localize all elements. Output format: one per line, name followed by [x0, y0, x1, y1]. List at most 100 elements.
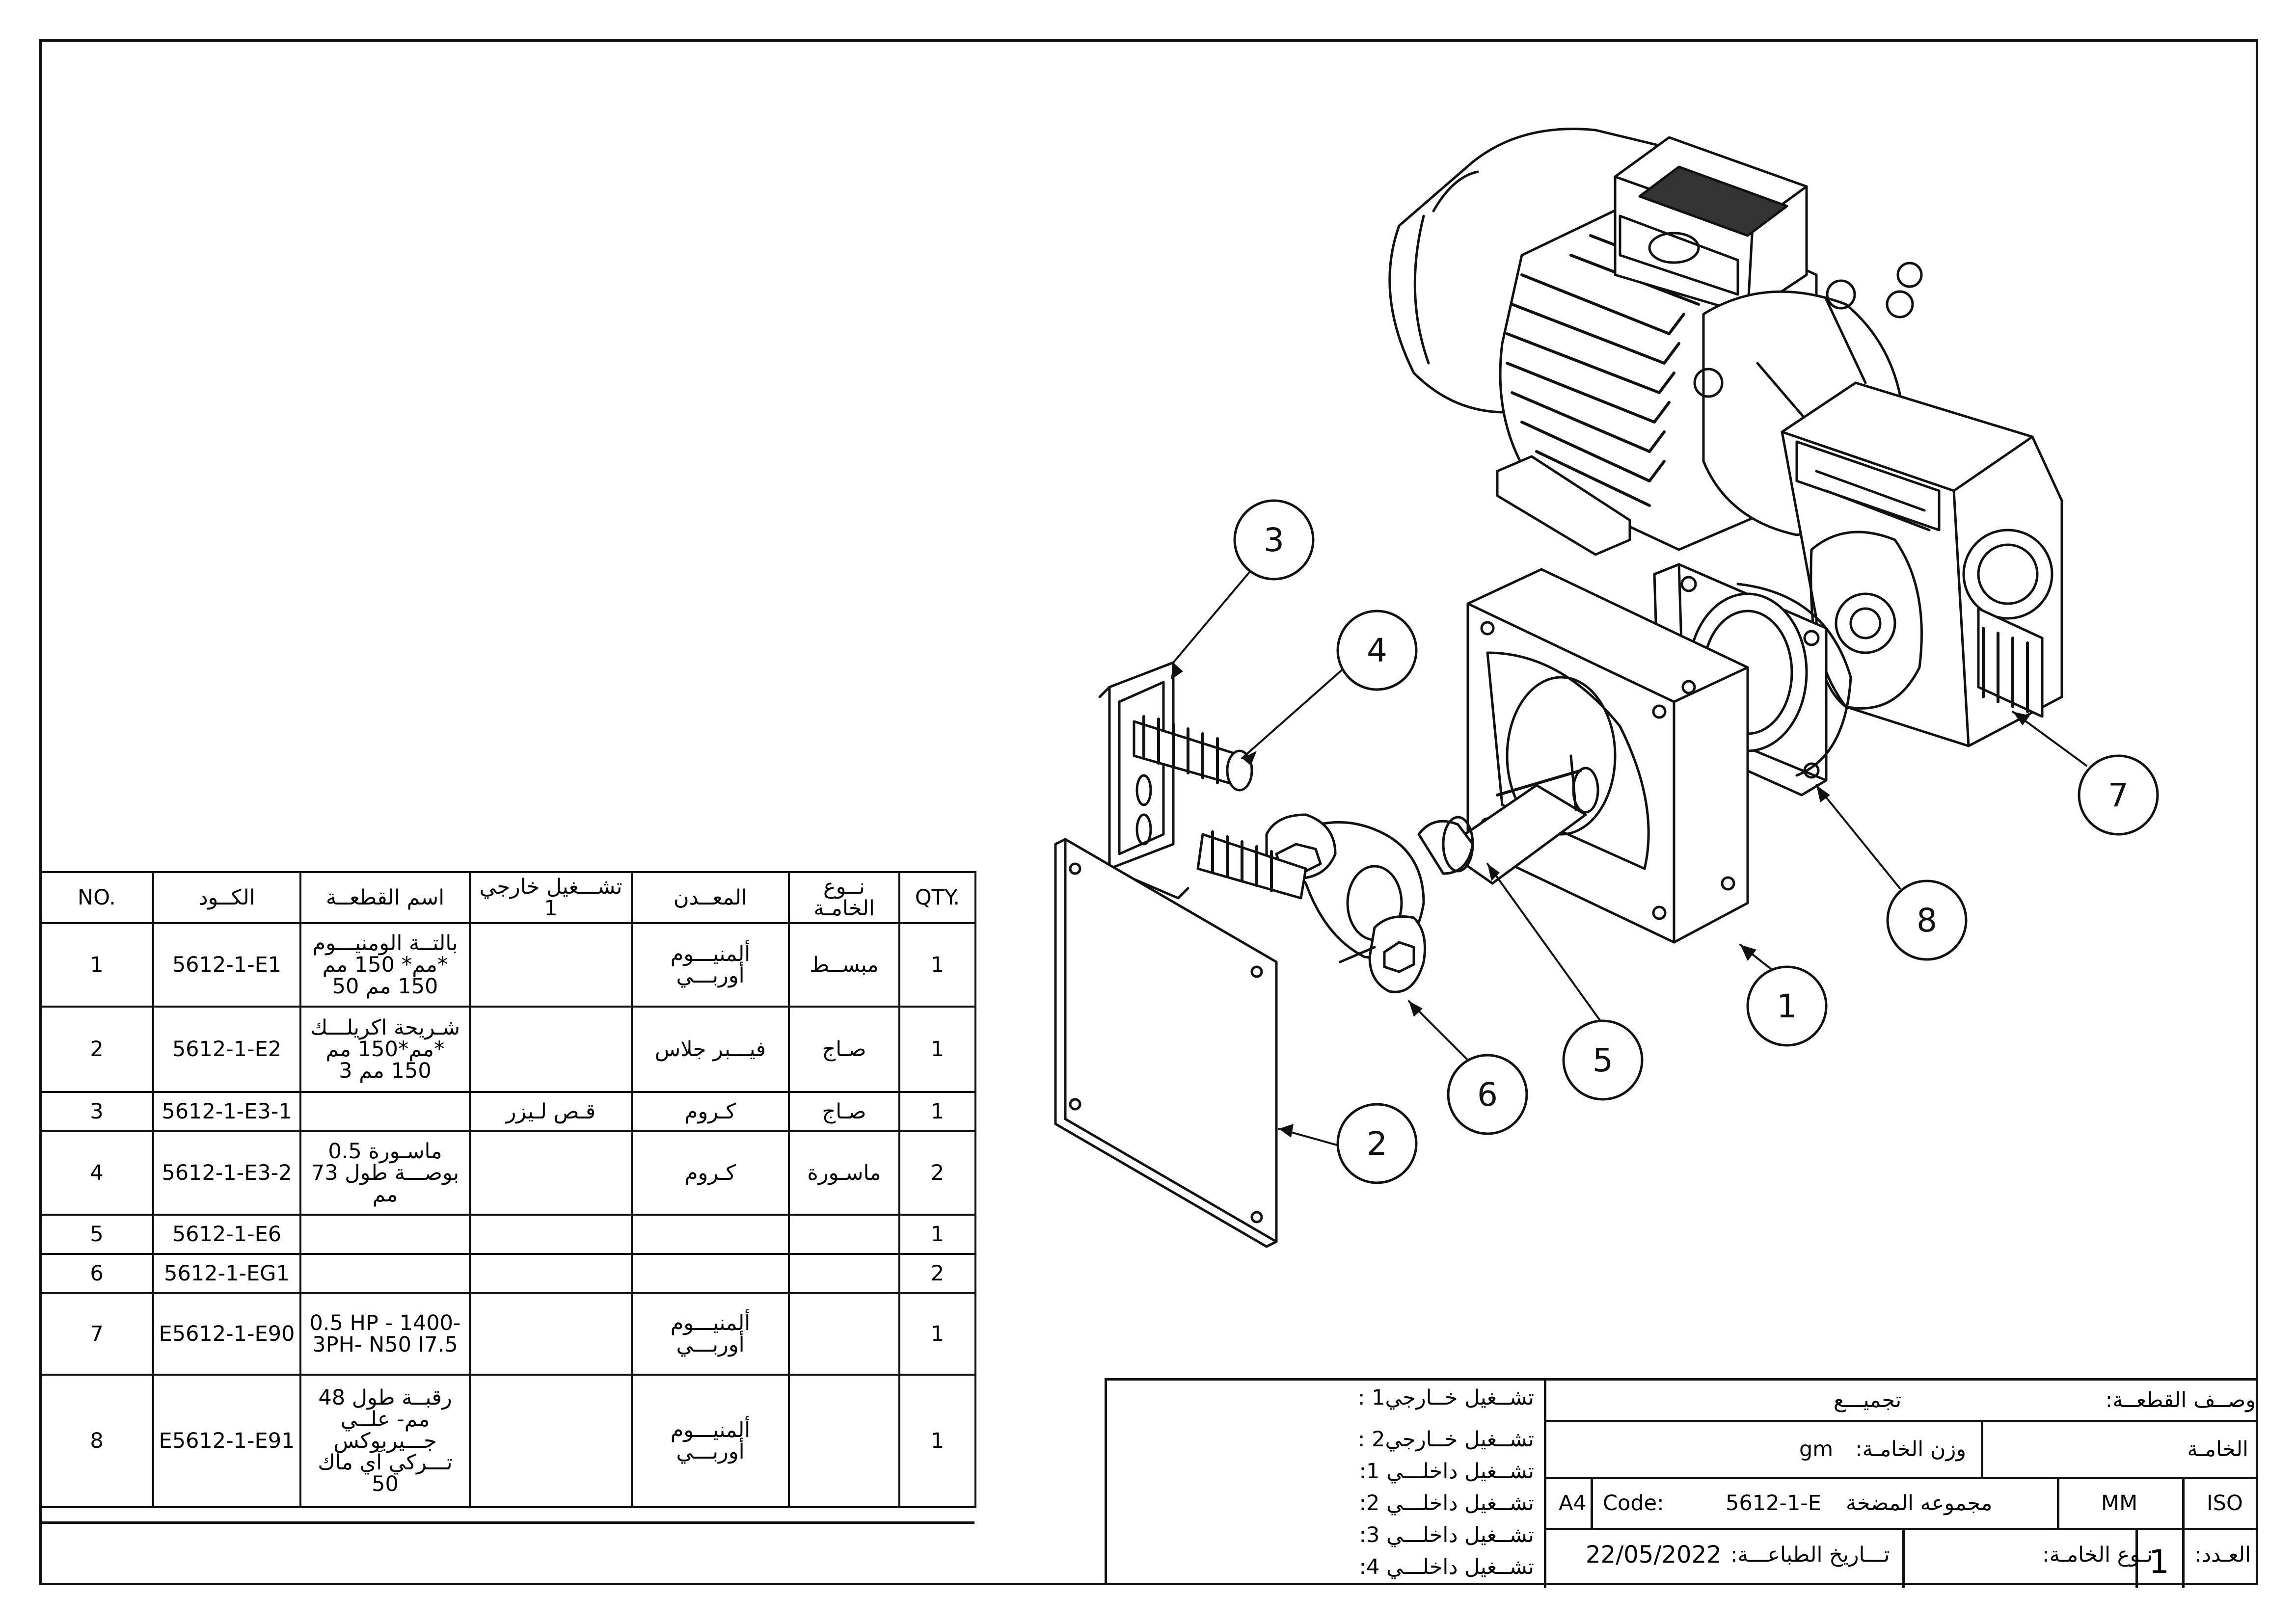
units: MM: [2101, 1491, 2138, 1516]
balloon-4: 4: [1336, 610, 1418, 691]
cell-qty: 1: [898, 1214, 976, 1255]
cell-no: 3: [39, 1091, 154, 1132]
balloon-8: 8: [1886, 879, 1968, 961]
table-row: 8 E5612-1-E91 رقبــة طول 48 مم- علــي جـ…: [39, 1374, 976, 1508]
cell-external-op: [469, 922, 633, 1008]
balloon-4-label: 4: [1367, 632, 1387, 669]
balloon-group: 1 2 3 4 5 6 7 8: [1233, 499, 2159, 1184]
cell-qty: 1: [898, 1006, 976, 1093]
part-4-tubes: [1133, 715, 1307, 900]
tb-divider-ops: [1544, 1381, 1546, 1588]
cell-material-type: ماسـورة: [788, 1130, 900, 1216]
cell-part-name: 0.5 HP - 1400- 3PH- N50 I7.5: [299, 1292, 471, 1376]
cell-code: 5612-1-EG1: [152, 1253, 301, 1294]
table-row: 7 E5612-1-E90 0.5 HP - 1400- 3PH- N50 I7…: [39, 1292, 976, 1376]
tb-vline-mm-r: [2182, 1477, 2185, 1528]
header-code: الكــود: [152, 871, 301, 924]
header-qty: QTY.: [898, 871, 976, 924]
print-date-label: تـــاريخ الطباعـــة:: [1730, 1543, 1890, 1567]
cell-material-type: مبســط: [788, 922, 900, 1008]
part-6-eccentric-rods: [1265, 813, 1426, 993]
cell-part-name: شـريحة اكريلـــك *مم*150 مم 150 مم 3: [299, 1006, 471, 1093]
int-op-3-label: تشــغيل داخلـــي 3:: [1359, 1523, 1534, 1547]
cell-material-type: صـاج: [788, 1091, 900, 1132]
weight-unit: gm: [1799, 1437, 1834, 1462]
cell-part-name: [299, 1091, 471, 1132]
header-external-op: تشـــغيل خارجي 1: [469, 871, 633, 924]
cell-code: 5612-1-E6: [152, 1214, 301, 1255]
material-label: الخامـة: [2187, 1437, 2248, 1462]
bom-bottom-rule: [39, 1521, 974, 1524]
cell-material-type: صـاج: [788, 1006, 900, 1093]
bom-header-row: NO. الكــود اسم القطعــة تشـــغيل خارجي …: [39, 871, 976, 924]
part-5-shaft: [1417, 754, 1599, 885]
cell-qty: 2: [898, 1253, 976, 1294]
cell-external-op: [469, 1006, 633, 1093]
cell-part-name: [299, 1253, 471, 1294]
table-row: 4 5612-1-E3-2 ماسـورة 0.5 بوصـــة طول 73…: [39, 1130, 976, 1216]
cell-metal: فيـــبر جلاس: [631, 1006, 790, 1093]
cell-metal: ألمنيـــوم أوربـــي: [631, 922, 790, 1008]
balloon-6: 6: [1447, 1054, 1528, 1135]
cell-part-name: رقبــة طول 48 مم- علــي جـــيربوكس تـــر…: [299, 1374, 471, 1508]
balloon-7: 7: [2078, 754, 2159, 836]
count-value: 1: [2149, 1543, 2169, 1581]
header-part-name: اسم القطعــة: [299, 871, 471, 924]
cell-no: 2: [39, 1006, 154, 1093]
balloon-8-label: 8: [1917, 902, 1937, 939]
sheet-size: A4: [1559, 1491, 1587, 1516]
table-row: 6 5612-1-EG1 2: [39, 1253, 976, 1294]
material-type-label: نـوع الخامـة:: [2042, 1543, 2153, 1567]
cell-no: 6: [39, 1253, 154, 1294]
tb-vline-mm-l: [2057, 1477, 2059, 1528]
cell-no: 8: [39, 1374, 154, 1508]
balloon-3-label: 3: [1264, 521, 1284, 559]
header-metal: المعــدن: [631, 871, 790, 924]
balloon-7-label: 7: [2108, 776, 2129, 814]
cell-code: 5612-1-E1: [152, 922, 301, 1008]
tb-vline-a4: [1591, 1477, 1593, 1528]
print-date: 22/05/2022: [1586, 1541, 1722, 1569]
cell-metal: [631, 1214, 790, 1255]
balloon-3: 3: [1233, 499, 1315, 581]
ext-op-2-label: تشــغيل خــارجي2 :: [1357, 1427, 1534, 1452]
header-no: NO.: [39, 871, 154, 924]
code-label: Code:: [1603, 1491, 1664, 1516]
int-op-1-label: تشــغيل داخلـــي 1:: [1359, 1459, 1534, 1484]
cell-qty: 1: [898, 1091, 976, 1132]
part-2-cover-plate: [1054, 838, 1278, 1248]
cell-material-type: [788, 1292, 900, 1376]
cell-code: 5612-1-E3-2: [152, 1130, 301, 1216]
tb-vline-date: [1902, 1528, 1905, 1588]
cell-part-name: بالتــة الومنيـــوم *مم* 150 مم 150 مم 5…: [299, 922, 471, 1008]
int-op-2-label: تشــغيل داخلـــي 2:: [1359, 1491, 1534, 1516]
part-desc-value: تجميـــع: [1834, 1388, 1902, 1412]
balloon-1: 1: [1746, 965, 1828, 1047]
table-row: 2 5612-1-E2 شـريحة اكريلـــك *مم*150 مم …: [39, 1006, 976, 1093]
ext-op-1-label: تشــغيل خــارجي1 :: [1357, 1385, 1534, 1410]
cell-code: 5612-1-E2: [152, 1006, 301, 1093]
cell-code: E5612-1-E91: [152, 1374, 301, 1508]
table-row: 1 5612-1-E1 بالتــة الومنيـــوم *مم* 150…: [39, 922, 976, 1008]
leader-arrowheads: [1171, 663, 2030, 1138]
balloon-2: 2: [1336, 1103, 1418, 1184]
cell-metal: ألمنيـــوم أوربـــي: [631, 1374, 790, 1508]
cell-part-name: ماسـورة 0.5 بوصـــة طول 73 مم: [299, 1130, 471, 1216]
cell-no: 5: [39, 1214, 154, 1255]
cell-material-type: [788, 1253, 900, 1294]
tb-rule-3: [1544, 1528, 2258, 1530]
cell-qty: 1: [898, 1374, 976, 1508]
balloon-1-label: 1: [1777, 987, 1797, 1025]
cell-no: 7: [39, 1292, 154, 1376]
cell-qty: 1: [898, 922, 976, 1008]
cell-external-op: قـص لـيزر: [469, 1091, 633, 1132]
tb-vline-count-r: [2182, 1528, 2185, 1588]
cell-qty: 2: [898, 1130, 976, 1216]
cell-external-op: [469, 1374, 633, 1508]
cell-material-type: [788, 1374, 900, 1508]
assembly-name: مجموعه المضخة: [1846, 1491, 1993, 1516]
balloon-5-label: 5: [1593, 1041, 1613, 1079]
cell-metal: ألمنيـــوم أوربـــي: [631, 1292, 790, 1376]
cell-part-name: [299, 1214, 471, 1255]
